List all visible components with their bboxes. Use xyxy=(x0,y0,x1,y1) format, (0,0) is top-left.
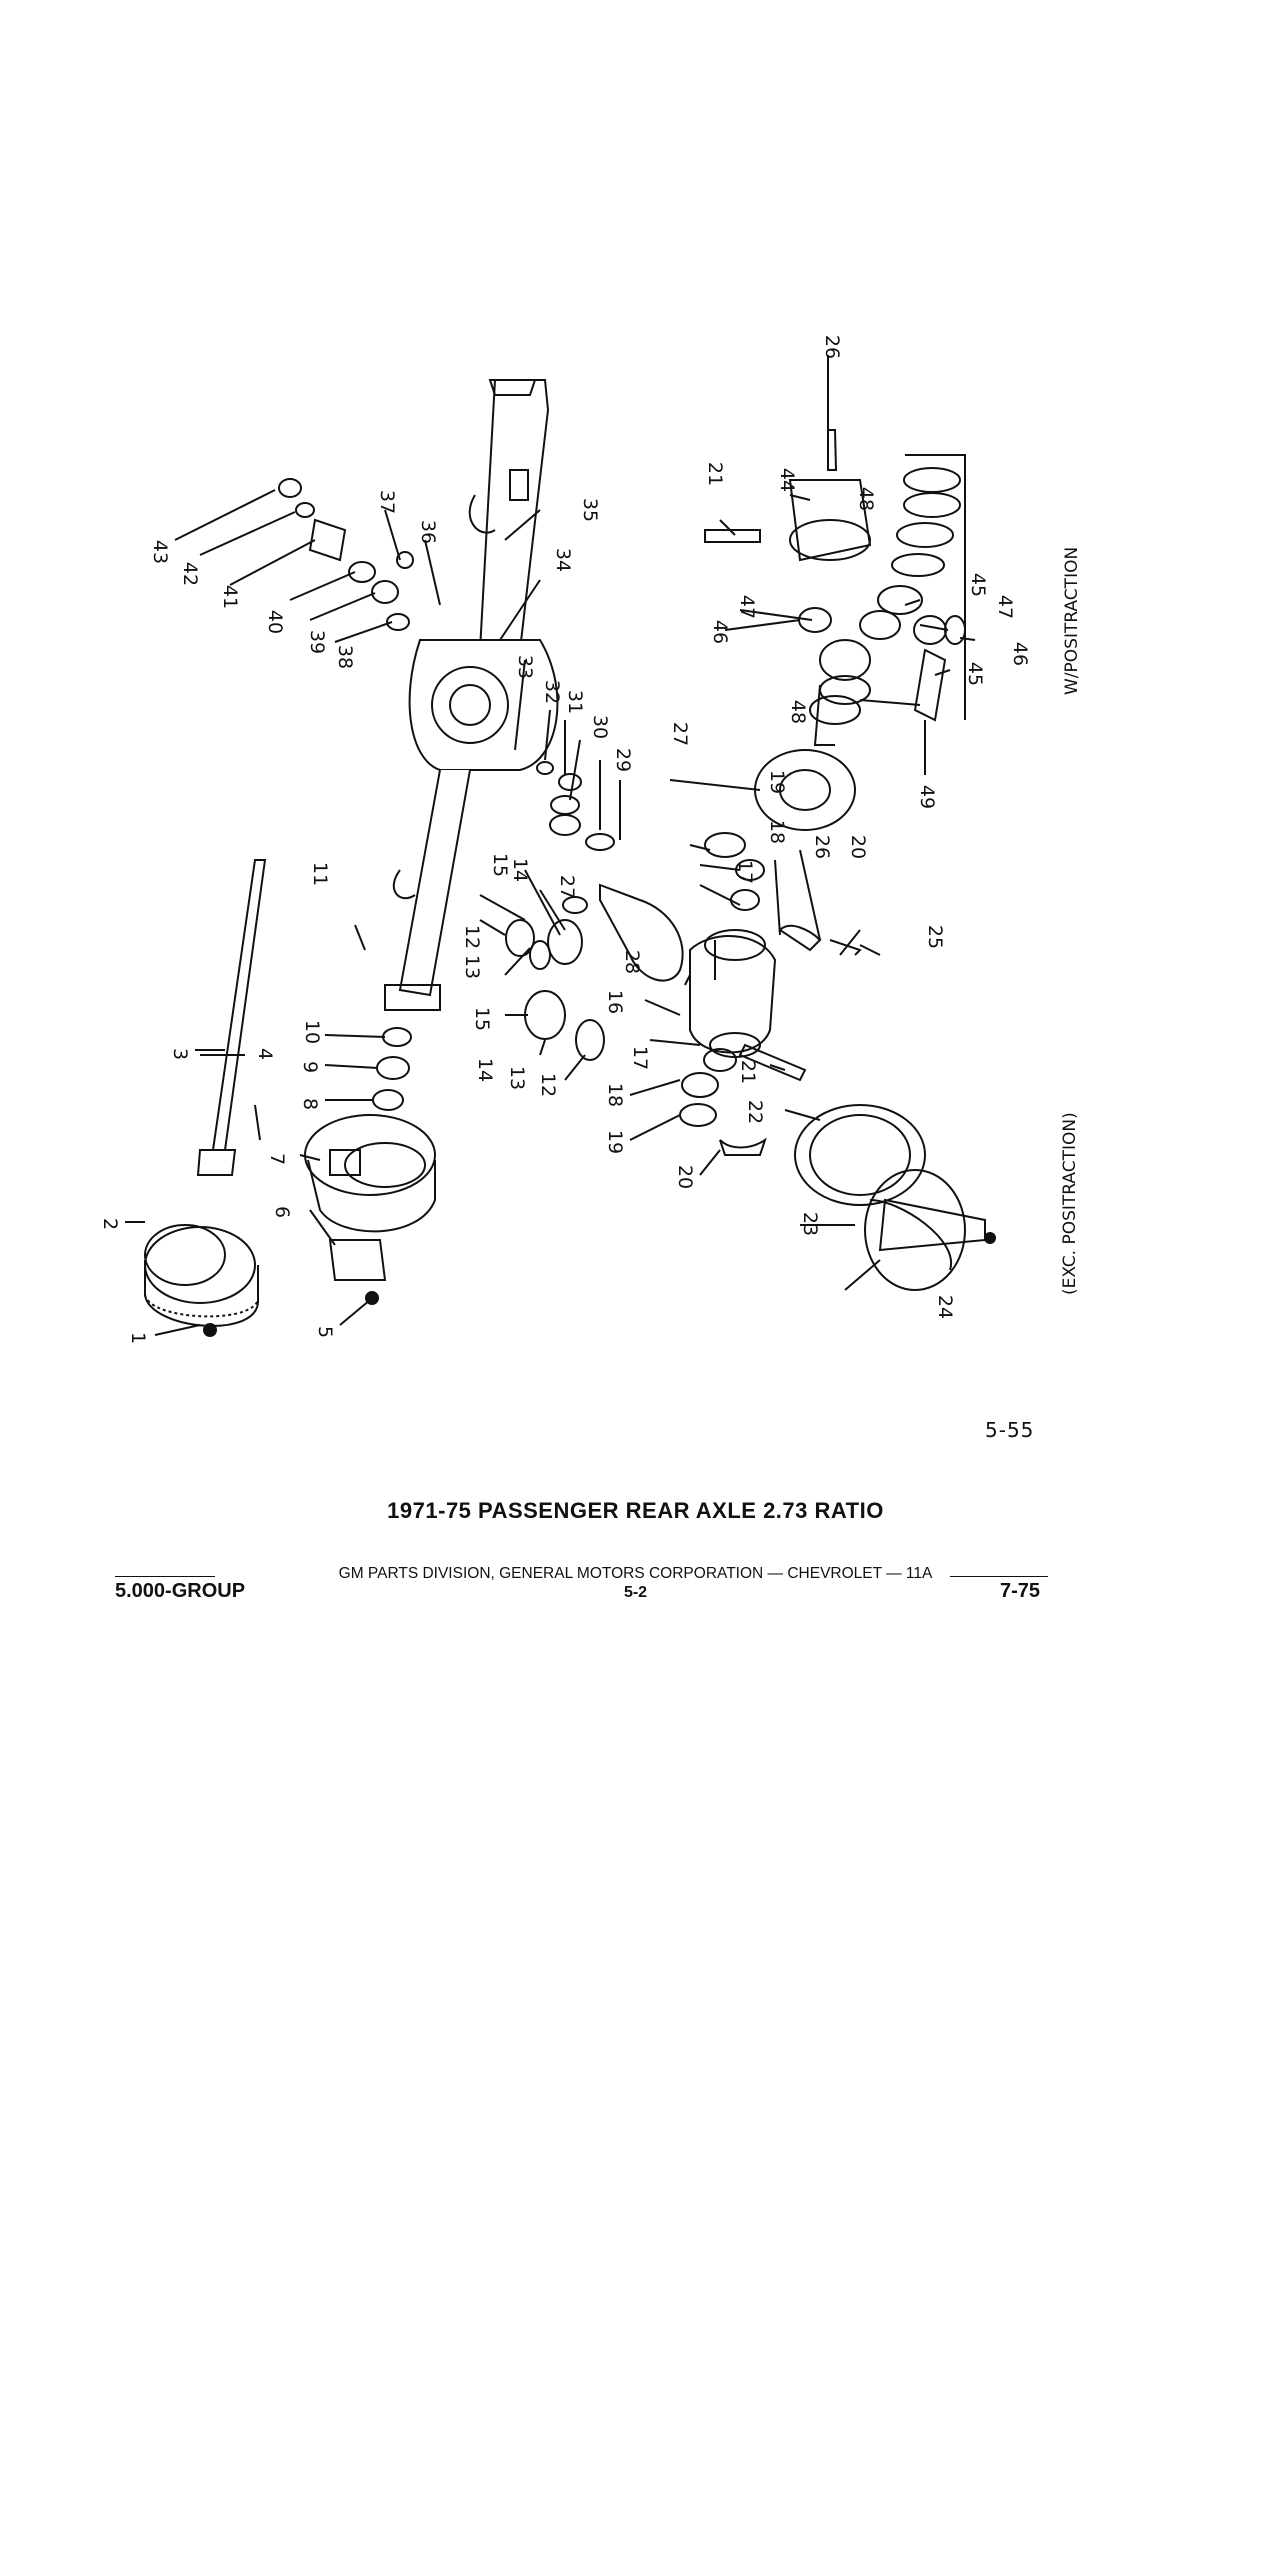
callout-22: 22 xyxy=(744,1099,766,1125)
callout-17a: 17 xyxy=(734,859,756,885)
callout-17b: 17 xyxy=(629,1045,651,1071)
figure-number: 5-55 xyxy=(985,1418,1035,1442)
callout-47a: 47 xyxy=(736,594,758,620)
callout-14b: 14 xyxy=(474,1057,496,1083)
callout-44: 44 xyxy=(776,467,798,493)
callout-2: 2 xyxy=(99,1217,121,1231)
callout-28: 28 xyxy=(621,949,643,975)
page-title: 1971-75 PASSENGER REAR AXLE 2.73 RATIO xyxy=(387,1498,884,1523)
callout-1: 1 xyxy=(127,1331,149,1345)
callout-6: 6 xyxy=(271,1205,293,1219)
callout-35: 35 xyxy=(579,497,601,523)
callout-32: 32 xyxy=(541,679,563,705)
callout-29: 29 xyxy=(612,747,634,773)
callout-20b: 20 xyxy=(674,1164,696,1190)
footer-rule-right xyxy=(950,1576,1048,1577)
callout-4: 4 xyxy=(254,1047,276,1061)
callout-21a: 21 xyxy=(704,461,726,487)
callout-15b: 15 xyxy=(471,1006,493,1032)
exc-positraction-label: (EXC. POSITRACTION) xyxy=(1060,1112,1080,1295)
callout-41: 41 xyxy=(219,584,241,610)
callout-19a: 19 xyxy=(766,769,788,795)
callout-30: 30 xyxy=(589,714,611,740)
callout-7: 7 xyxy=(266,1152,288,1166)
callout-20a: 20 xyxy=(847,834,869,860)
callout-21b: 21 xyxy=(737,1059,759,1085)
differential-case xyxy=(679,749,862,1156)
callout-9: 9 xyxy=(299,1060,321,1074)
revision-date: 7-75 xyxy=(1000,1580,1041,1602)
group-label: 5.000-GROUP xyxy=(115,1580,246,1602)
callout-45a: 45 xyxy=(967,572,989,598)
footer-rule-left xyxy=(115,1576,215,1577)
callout-36: 36 xyxy=(417,519,439,545)
callout-24: 24 xyxy=(934,1294,956,1320)
callout-10: 10 xyxy=(301,1019,323,1045)
callout-49: 49 xyxy=(916,784,938,810)
brake-drum xyxy=(144,1224,260,1337)
callout-12b: 12 xyxy=(537,1072,559,1098)
callout-18b: 18 xyxy=(604,1082,626,1108)
callout-18a: 18 xyxy=(766,819,788,845)
callout-46b: 46 xyxy=(1009,641,1031,667)
callout-48a: 48 xyxy=(855,486,877,512)
callout-48b: 48 xyxy=(787,699,809,725)
axle-shaft xyxy=(196,859,267,1176)
callout-34: 34 xyxy=(552,547,574,573)
callout-46a: 46 xyxy=(709,619,731,645)
callout-27b: 27 xyxy=(556,874,578,900)
callout-31: 31 xyxy=(564,689,586,715)
callout-16: 16 xyxy=(604,989,626,1015)
positraction-label: W/POSITRACTION xyxy=(1062,546,1082,695)
callout-26a: 26 xyxy=(821,334,843,360)
publisher-line: GM PARTS DIVISION, GENERAL MOTORS CORPOR… xyxy=(338,1565,933,1582)
callout-25: 25 xyxy=(924,924,946,950)
page-number: 5-2 xyxy=(623,1584,648,1601)
callout-13b: 13 xyxy=(506,1065,528,1091)
callout-11: 11 xyxy=(309,861,331,887)
callout-5: 5 xyxy=(314,1325,336,1339)
leader-lines xyxy=(125,355,976,1336)
callout-45b: 45 xyxy=(964,661,986,687)
callout-33: 33 xyxy=(514,654,536,680)
callout-40: 40 xyxy=(264,609,286,635)
callout-38: 38 xyxy=(334,644,356,670)
callout-3: 3 xyxy=(169,1047,191,1061)
axle-housing xyxy=(384,379,559,1011)
callout-23: 23 xyxy=(799,1211,821,1237)
callout-27a: 27 xyxy=(669,721,691,747)
callout-15a: 15 xyxy=(489,852,511,878)
callout-8: 8 xyxy=(299,1097,321,1111)
callout-42: 42 xyxy=(179,561,201,587)
callout-19b: 19 xyxy=(604,1129,626,1155)
pinion-and-gears xyxy=(505,761,684,1061)
callout-26b: 26 xyxy=(811,834,833,860)
callout-39: 39 xyxy=(306,629,328,655)
callout-13a: 13 xyxy=(461,954,483,980)
callout-47b: 47 xyxy=(994,594,1016,620)
backing-plate xyxy=(304,1114,436,1305)
rear-cover xyxy=(794,1104,996,1291)
callout-37: 37 xyxy=(376,489,398,515)
callout-43: 43 xyxy=(149,539,171,565)
